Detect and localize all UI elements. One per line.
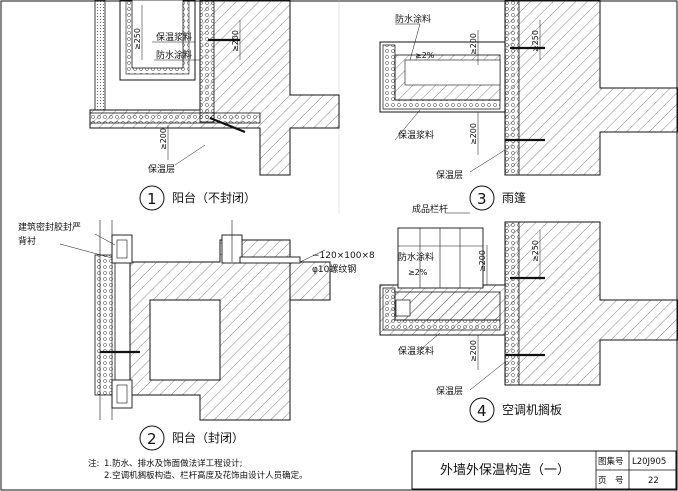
d1-dim-200b: ≥200 [159, 128, 168, 150]
d2-backing-label: 背衬 [18, 235, 36, 247]
title-block [411, 450, 677, 490]
notes-line-2: 2.空调机搁板构造、栏杆高度及花饰由设计人员确定。 [104, 470, 308, 481]
d2-sealant-label: 建筑密封胶封严 [18, 221, 81, 233]
d4-dim-250: ≥250 [531, 240, 540, 262]
atlas-number-label: 图集号 [598, 456, 624, 467]
d4-dim-200b: ≥200 [469, 340, 478, 362]
page-number-value: 22 [648, 476, 659, 486]
detail-1-drawing [89, 0, 340, 176]
detail-2-drawing [59, 220, 331, 421]
detail-1-number: 1 [147, 190, 157, 208]
detail-4-number: 4 [477, 402, 487, 420]
d2-rebar-label: φ10螺纹钢 [312, 263, 356, 275]
detail-3-number: 3 [477, 190, 487, 208]
d1-dim-200a: ≥200 [231, 30, 240, 52]
d1-mortar-label: 保温浆料 [156, 31, 192, 43]
detail-3-title: 雨篷 [502, 190, 526, 205]
notes-line-1: 1.防水、排水及饰面做法详工程设计; [104, 458, 242, 469]
d3-layer-label: 保温层 [436, 169, 463, 181]
d2-plate-label: −120×100×8 [312, 251, 375, 261]
d1-coating-label: 防水涂料 [156, 49, 192, 61]
d3-coating-label: 防水涂料 [395, 13, 431, 25]
d1-dim-250: ≥250 [133, 28, 142, 50]
detail-4-drawing [379, 212, 678, 391]
d3-dim-200b: ≥200 [469, 123, 478, 145]
d3-dim-200a: ≥200 [469, 33, 478, 55]
d4-layer-label: 保温层 [436, 385, 463, 397]
detail-4-title: 空调机搁板 [502, 402, 562, 417]
detail-2-number: 2 [147, 430, 157, 448]
detail-1-title: 阳台（不封闭） [172, 190, 256, 205]
d4-mortar-label: 保温浆料 [398, 345, 434, 357]
d3-dim-250: ≥250 [531, 30, 540, 52]
detail-1-marker [139, 185, 165, 211]
atlas-number-value: L20J905 [632, 457, 666, 467]
page-number-label: 页 号 [598, 476, 624, 486]
d1-layer-label: 保温层 [148, 163, 175, 175]
detail-3-drawing [379, 0, 678, 176]
detail-4-marker [469, 397, 495, 423]
drawing-title: 外墙外保温构造（一） [440, 463, 570, 478]
d4-slope: ≥2% [408, 268, 428, 277]
detail-2-title: 阳台（封闭） [172, 430, 244, 445]
d3-slope: ≥2% [415, 51, 435, 60]
notes-prefix: 注: [88, 458, 99, 469]
d4-coating-label: 防水涂料 [398, 251, 434, 263]
detail-2-marker [139, 425, 165, 451]
d4-dim-200a: ≥200 [478, 250, 487, 272]
d3-mortar-label: 保温浆料 [398, 129, 434, 141]
d4-railing-label: 成品栏杆 [412, 203, 448, 215]
detail-3-marker [469, 185, 495, 211]
